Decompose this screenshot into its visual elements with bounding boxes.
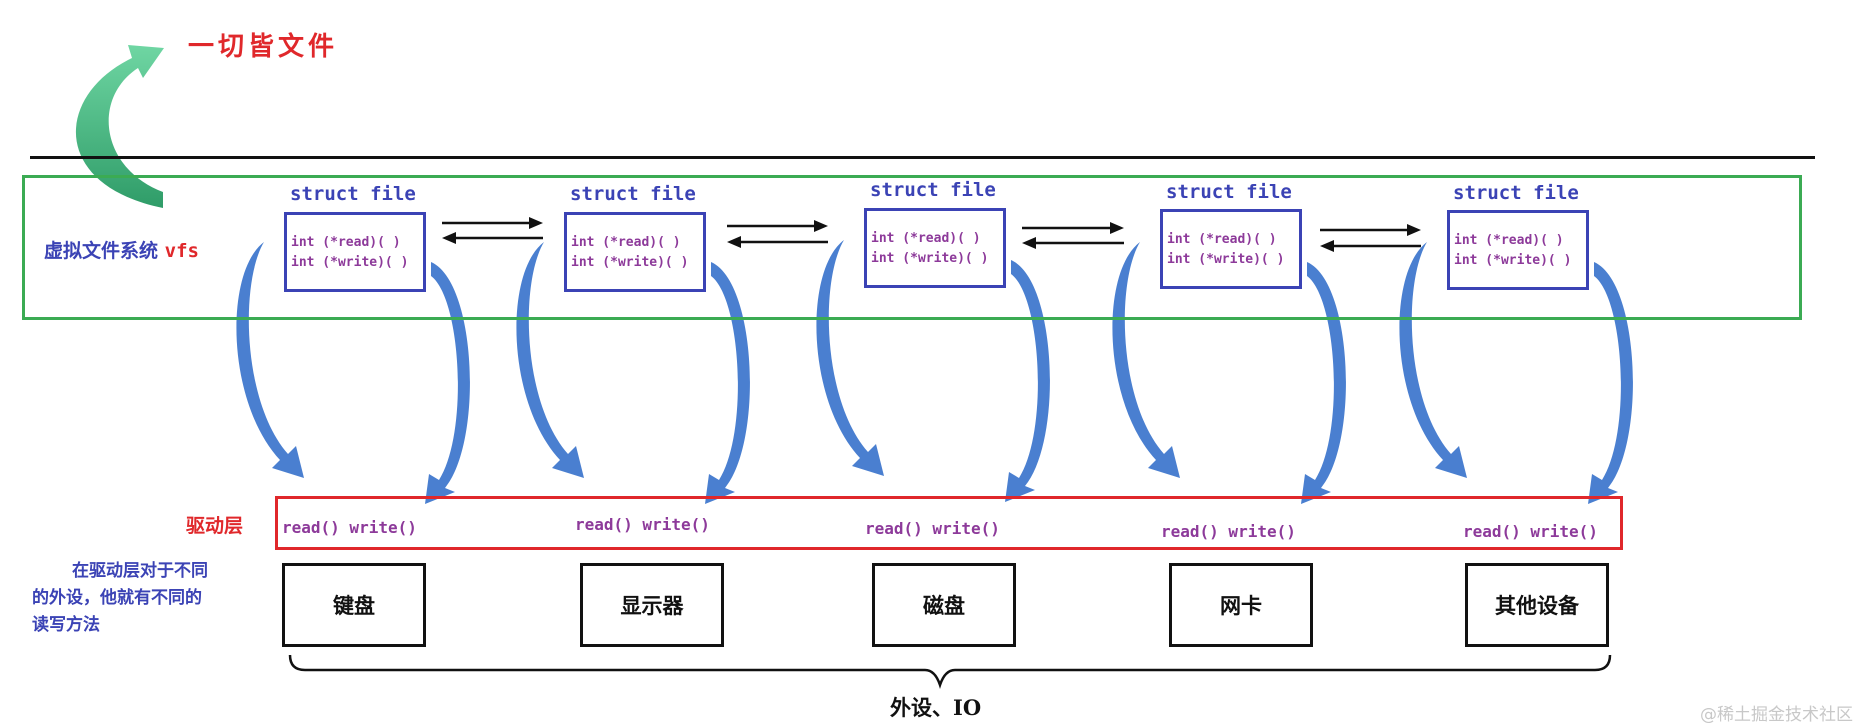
- peripheral-label: 外设、IO: [890, 695, 982, 720]
- struct-file-write-3: int (*write)( ): [871, 251, 989, 266]
- struct-file-read-5: int (*read)( ): [1454, 233, 1564, 248]
- driver-call-3: read() write(): [865, 519, 1000, 538]
- connector-head-left-1: [442, 232, 456, 244]
- connector-head-left-4: [1320, 240, 1334, 252]
- driver-call-2: read() write(): [575, 515, 710, 534]
- struct-file-read-4: int (*read)( ): [1167, 232, 1277, 247]
- struct-file-title-4: struct file: [1166, 181, 1292, 203]
- connector-head-right-2: [814, 220, 828, 232]
- struct-file-title-1: struct file: [290, 183, 416, 205]
- flow-arrow-left-5: [1399, 242, 1467, 478]
- separator-line: [30, 156, 1815, 159]
- struct-file-write-5: int (*write)( ): [1454, 253, 1572, 268]
- device-nic: 网卡: [1169, 563, 1313, 647]
- device-disk: 磁盘: [872, 563, 1016, 647]
- struct-file-write-1: int (*write)( ): [291, 255, 409, 270]
- struct-file-box-3: int (*read)( ) int (*write)( ): [864, 208, 1006, 288]
- flow-arrow-left-1: [236, 242, 304, 478]
- vfs-label-suffix: vfs: [164, 240, 199, 262]
- driver-call-1: read() write(): [282, 518, 417, 537]
- driver-note: 在驱动层对于不同 的外设，他就有不同的 读写方法: [32, 558, 268, 639]
- driver-note-line-3: 读写方法: [32, 615, 100, 635]
- struct-file-title-2: struct file: [570, 183, 696, 205]
- vfs-label-prefix: 虚拟文件系统: [44, 240, 165, 262]
- devices-brace: [288, 654, 1612, 689]
- struct-file-title-3: struct file: [870, 179, 996, 201]
- driver-call-5: read() write(): [1463, 522, 1598, 541]
- title-curved-arrow: [75, 45, 164, 208]
- device-keyboard: 键盘: [282, 563, 426, 647]
- struct-file-box-2: int (*read)( ) int (*write)( ): [564, 212, 706, 292]
- struct-file-box-1: int (*read)( ) int (*write)( ): [284, 212, 426, 292]
- flow-arrow-left-4: [1112, 242, 1180, 478]
- device-display: 显示器: [580, 563, 724, 647]
- struct-file-box-5: int (*read)( ) int (*write)( ): [1447, 210, 1589, 290]
- struct-file-read-1: int (*read)( ): [291, 235, 401, 250]
- connector-head-left-3: [1022, 237, 1036, 249]
- struct-file-read-3: int (*read)( ): [871, 231, 981, 246]
- flow-arrow-right-5: [1588, 262, 1633, 504]
- struct-file-read-2: int (*read)( ): [571, 235, 681, 250]
- flow-arrow-right-2: [705, 262, 750, 504]
- connector-head-right-1: [529, 217, 543, 229]
- struct-file-title-5: struct file: [1453, 182, 1579, 204]
- driver-note-line-1: 在驱动层对于不同: [72, 561, 208, 581]
- struct-file-box-4: int (*read)( ) int (*write)( ): [1160, 209, 1302, 289]
- driver-note-line-2: 的外设，他就有不同的: [32, 588, 202, 608]
- driver-call-4: read() write(): [1161, 522, 1296, 541]
- flow-arrow-right-3: [1005, 260, 1050, 502]
- vfs-layer-box: [22, 175, 1802, 320]
- driver-layer-label: 驱动层: [186, 515, 244, 537]
- struct-file-write-4: int (*write)( ): [1167, 252, 1285, 267]
- page-title: 一切皆文件: [188, 32, 339, 62]
- vfs-label: 虚拟文件系统 vfs: [44, 236, 199, 263]
- driver-layer-box: [275, 496, 1623, 550]
- connector-head-right-3: [1110, 222, 1124, 234]
- flow-arrow-right-4: [1301, 262, 1346, 504]
- flow-arrow-right-1: [425, 262, 470, 504]
- watermark: @稀土掘金技术社区: [1700, 705, 1853, 725]
- connector-head-left-2: [727, 236, 741, 248]
- flow-arrow-left-3: [816, 240, 884, 476]
- connector-head-right-4: [1407, 224, 1421, 236]
- flow-arrow-left-2: [516, 242, 584, 478]
- device-other: 其他设备: [1465, 563, 1609, 647]
- struct-file-write-2: int (*write)( ): [571, 255, 689, 270]
